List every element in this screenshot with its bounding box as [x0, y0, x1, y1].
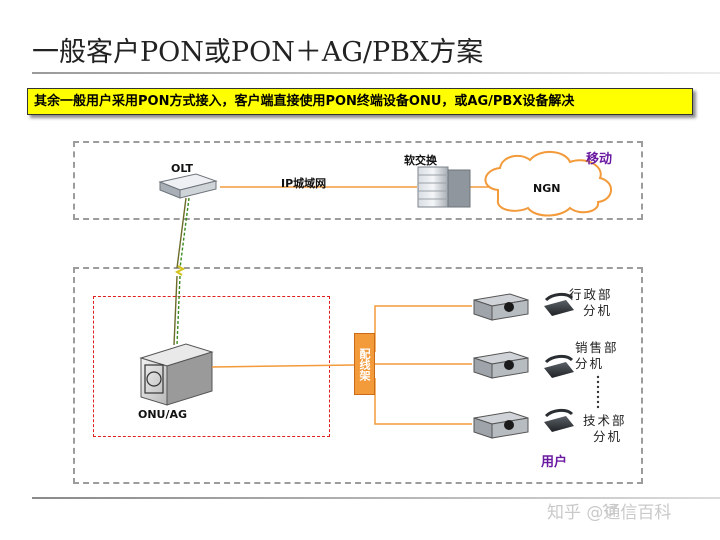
- gateway-modules: [473, 293, 529, 439]
- gateway-module-3: [473, 411, 529, 439]
- mobile-network-region: [73, 141, 643, 220]
- watermark-logo-icon: [602, 503, 618, 516]
- onu-to-ddf-link: [211, 364, 355, 368]
- olt-device: [158, 173, 218, 199]
- onu-ag-device: [139, 343, 214, 406]
- extension-label-sales: 销售部 分机: [575, 340, 619, 372]
- phone-icons: [544, 292, 574, 432]
- footer-divider: [32, 497, 720, 499]
- ngn-label: NGN: [533, 182, 561, 195]
- extension-tech-line2: 分机: [593, 429, 623, 444]
- extension-tech-line1: 技术部: [583, 413, 627, 428]
- softswitch-server: [417, 166, 471, 208]
- note-banner: 其余一般用户采用PON方式接入，客户端直接使用PON终端设备ONU，或AG/PB…: [27, 88, 693, 115]
- ddf-fanout-lines: [374, 305, 472, 425]
- extension-sales-line2: 分机: [575, 356, 605, 371]
- ngn-cloud: [484, 151, 612, 217]
- more-extensions-ellipsis: [596, 375, 600, 409]
- olt-label: OLT: [171, 162, 194, 175]
- distribution-frame: 配线架: [354, 333, 375, 395]
- phone-icon: [544, 292, 574, 316]
- bottom-region-label: 用户: [541, 455, 568, 470]
- extension-label-admin: 行政部 分机: [569, 287, 613, 319]
- onu-ag-label: ONU/AG: [138, 408, 188, 421]
- gateway-module-1: [473, 293, 529, 321]
- title-divider: [32, 72, 720, 74]
- softswitch-label: 软交换: [404, 154, 437, 167]
- extension-admin-line2: 分机: [583, 303, 613, 318]
- gateway-module-2: [473, 351, 529, 379]
- fiber-link: [173, 197, 190, 346]
- user-premises-region: [73, 267, 643, 484]
- watermark: 知乎 @通信百科: [547, 503, 672, 523]
- extension-admin-line1: 行政部: [569, 287, 613, 302]
- onu-ag-boundary: [93, 296, 330, 437]
- extension-sales-line1: 销售部: [575, 340, 619, 355]
- network-label: IP城域网: [281, 177, 327, 190]
- slide-title: 一般客户PON或PON＋AG/PBX方案: [32, 37, 484, 68]
- phone-icon: [544, 354, 574, 378]
- phone-icon: [544, 408, 574, 432]
- top-region-label: 移动: [586, 152, 613, 167]
- extension-label-tech: 技术部 分机: [583, 413, 627, 445]
